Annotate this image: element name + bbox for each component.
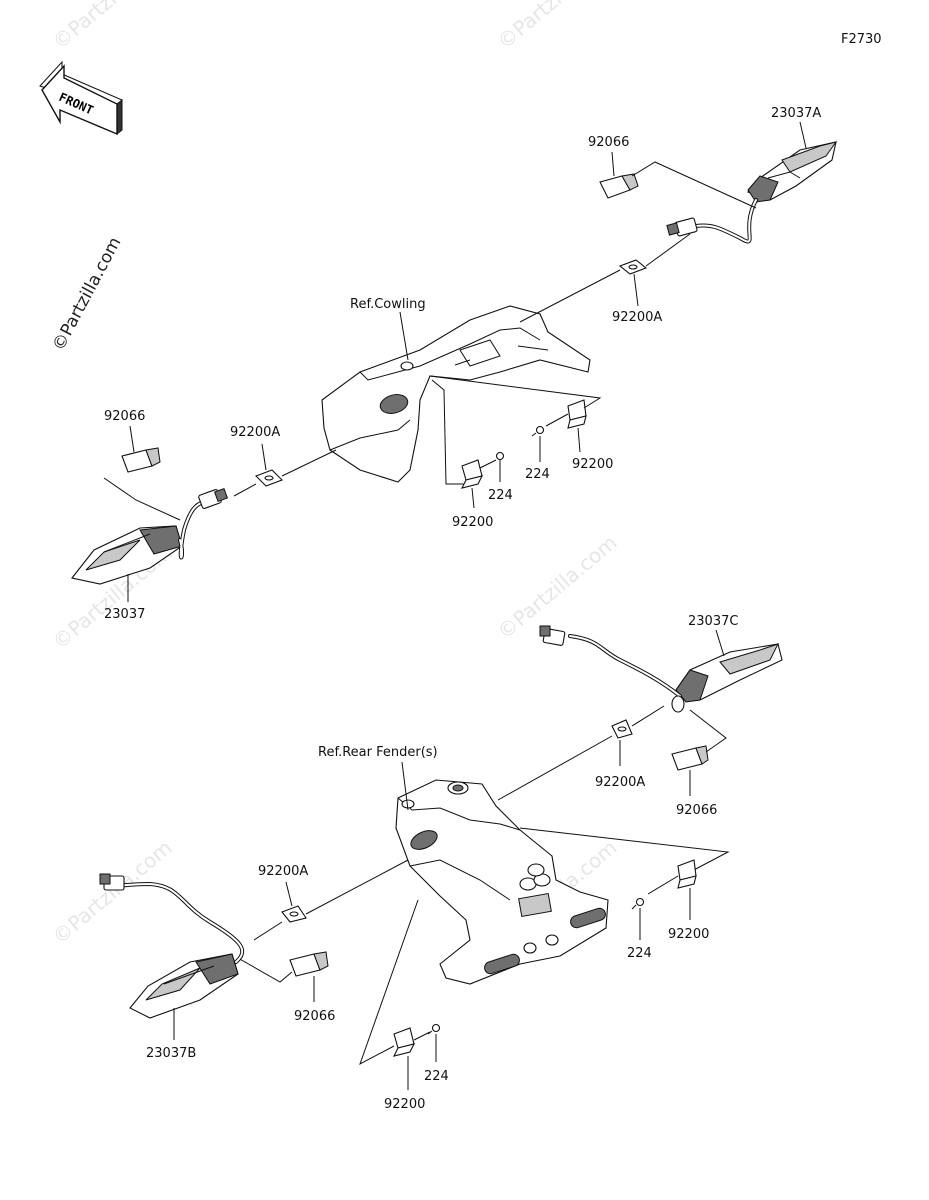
bracket-92200-upper-left: [460, 459, 484, 489]
bracket-92200-lower-right: [677, 859, 697, 889]
part-number-23037b[interactable]: 23037B: [146, 1046, 196, 1061]
screw-224-lower-right: [631, 897, 645, 910]
part-number-92200a-upper-right[interactable]: 92200A: [612, 310, 662, 325]
ref-cowling-label: Ref.Cowling: [350, 297, 426, 312]
part-number-92066-lower-right[interactable]: 92066: [676, 803, 717, 818]
turn-signal-23037a: [666, 141, 838, 244]
part-number-92200-bottom[interactable]: 92200: [384, 1097, 425, 1112]
part-number-92066-upper-right[interactable]: 92066: [588, 135, 629, 150]
part-number-92200a-upper-left[interactable]: 92200A: [230, 425, 280, 440]
part-number-224-lower-right[interactable]: 224: [627, 946, 652, 961]
watermark: ©Partzilla.com: [493, 0, 622, 54]
ref-rear-fender-label: Ref.Rear Fender(s): [318, 745, 438, 760]
watermark: ©Partzilla.com: [48, 0, 177, 54]
bracket-92200-bottom: [392, 1027, 416, 1057]
part-number-92200a-lower-left[interactable]: 92200A: [258, 864, 308, 879]
turn-signal-23037: [71, 487, 229, 585]
connector-92066-upper-right: [599, 173, 639, 199]
bracket-92200-upper-right: [567, 399, 587, 429]
part-number-23037a[interactable]: 23037A: [771, 106, 821, 121]
washer-92200a-lower-right: [611, 719, 633, 739]
turn-signal-23037c: [539, 625, 783, 713]
front-arrow-icon: FRONT: [39, 60, 123, 136]
part-number-224-upper-right[interactable]: 224: [525, 467, 550, 482]
part-number-92200-upper-left[interactable]: 92200: [452, 515, 493, 530]
part-number-224-upper-left[interactable]: 224: [488, 488, 513, 503]
screw-224-upper-left: [495, 451, 505, 461]
part-number-92066-upper-left[interactable]: 92066: [104, 409, 145, 424]
part-number-224-bottom[interactable]: 224: [424, 1069, 449, 1084]
upper-assembly: Ref.Cowling 23037A 92066 9: [71, 106, 838, 622]
watermark: ©Partzilla.com: [493, 530, 622, 644]
rear-fender-outline: [395, 779, 609, 985]
connector-92066-lower-left: [289, 951, 329, 977]
washer-92200a-upper-right: [618, 259, 648, 275]
cowling-outline: [321, 305, 591, 483]
part-number-23037c[interactable]: 23037C: [688, 614, 738, 629]
part-number-92066-lower-left[interactable]: 92066: [294, 1009, 335, 1024]
connector-92066-lower-right: [671, 745, 709, 771]
lower-assembly: Ref.Rear Fender(s) 23037C 92200A: [99, 614, 783, 1112]
connector-92066-upper-left: [121, 447, 161, 473]
partzilla-watermark: ©Partzilla.com: [49, 234, 126, 354]
part-number-92200-lower-right[interactable]: 92200: [668, 927, 709, 942]
part-number-92200-upper-right[interactable]: 92200: [572, 457, 613, 472]
screw-224-bottom: [427, 1023, 441, 1035]
washer-92200a-lower-left: [281, 905, 307, 923]
washer-92200a-upper-left: [255, 469, 283, 487]
turn-signal-23037b: [99, 873, 245, 1019]
part-number-23037[interactable]: 23037: [104, 607, 145, 622]
part-number-92200a-lower-right[interactable]: 92200A: [595, 775, 645, 790]
figure-code: F2730: [841, 32, 882, 47]
screw-224-upper-right: [531, 425, 545, 437]
watermark: ©Partzilla.com: [48, 835, 177, 949]
